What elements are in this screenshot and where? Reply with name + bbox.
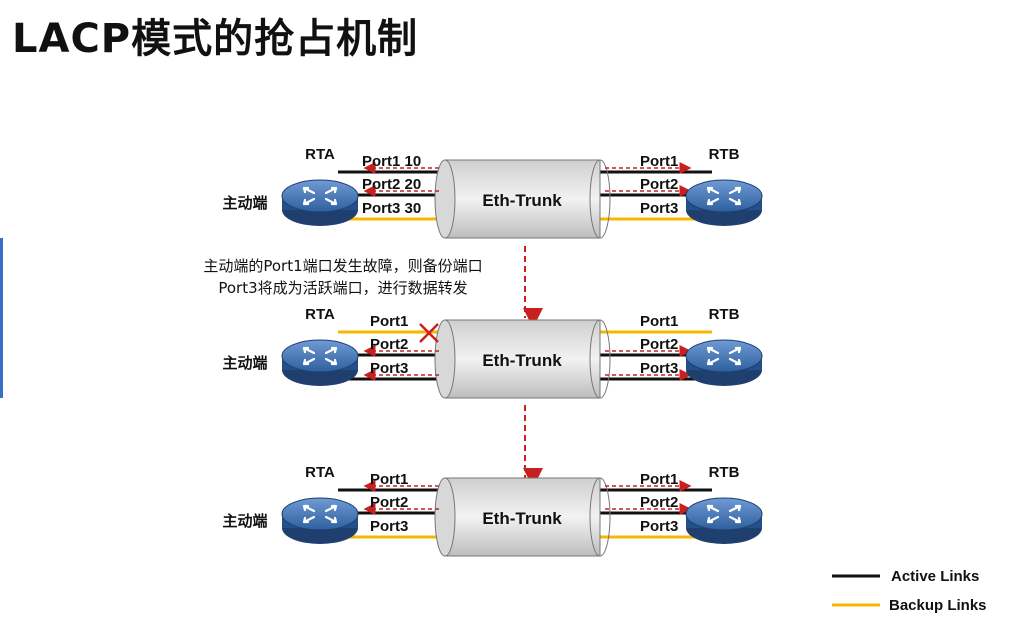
note-line-2: Port3将成为活跃端口，进行数据转发 — [218, 279, 467, 297]
eth-trunk-label: Eth-Trunk — [482, 351, 562, 370]
right-port-label: Port2 — [640, 336, 678, 353]
right-port-label: Port1 — [640, 471, 678, 488]
router-rtb-icon — [685, 339, 763, 386]
eth-trunk-label: Eth-Trunk — [482, 509, 562, 528]
left-port-label: Port2 — [370, 494, 408, 511]
right-port-label: Port1 — [640, 153, 678, 170]
legend-active-label: Active Links — [891, 568, 979, 585]
right-port-label: Port3 — [640, 360, 678, 377]
note-line-1: 主动端的Port1端口发生故障，则备份端口 — [203, 257, 482, 275]
page-title: LACP模式的抢占机制 — [12, 16, 419, 62]
legend: Active Links Backup Links — [832, 568, 987, 614]
rta-label: RTA — [305, 146, 335, 163]
left-port-label: Port1 — [370, 313, 408, 330]
active-end-label: 主动端 — [222, 354, 267, 372]
right-port-label: Port1 — [640, 313, 678, 330]
left-port-label: Port1 — [370, 471, 408, 488]
right-port-label: Port3 — [640, 200, 678, 217]
rtb-label: RTB — [709, 306, 740, 323]
left-port-label: Port1 10 — [362, 153, 421, 170]
left-port-label: Port2 — [370, 336, 408, 353]
left-port-label: Port3 — [370, 360, 408, 377]
eth-trunk-label: Eth-Trunk — [482, 191, 562, 210]
active-end-label: 主动端 — [222, 512, 267, 530]
legend-backup-label: Backup Links — [889, 597, 987, 614]
left-port-label: Port3 — [370, 518, 408, 535]
eth-trunk-pipe — [434, 319, 611, 399]
failure-x-icon — [419, 323, 439, 343]
router-rtb-icon — [685, 497, 763, 544]
rtb-label: RTB — [709, 464, 740, 481]
router-rta-icon — [281, 497, 359, 544]
rtb-label: RTB — [709, 146, 740, 163]
router-rta-icon — [281, 339, 359, 386]
rta-label: RTA — [305, 306, 335, 323]
eth-trunk-pipe — [434, 159, 611, 239]
rta-label: RTA — [305, 464, 335, 481]
left-port-label: Port2 20 — [362, 176, 421, 193]
right-port-label: Port2 — [640, 494, 678, 511]
left-port-label: Port3 30 — [362, 200, 421, 217]
router-rtb-icon — [685, 179, 763, 226]
router-rta-icon — [281, 179, 359, 226]
right-port-label: Port3 — [640, 518, 678, 535]
left-accent-bar — [0, 238, 3, 398]
active-end-label: 主动端 — [222, 194, 267, 212]
right-port-label: Port2 — [640, 176, 678, 193]
eth-trunk-pipe — [434, 477, 611, 557]
